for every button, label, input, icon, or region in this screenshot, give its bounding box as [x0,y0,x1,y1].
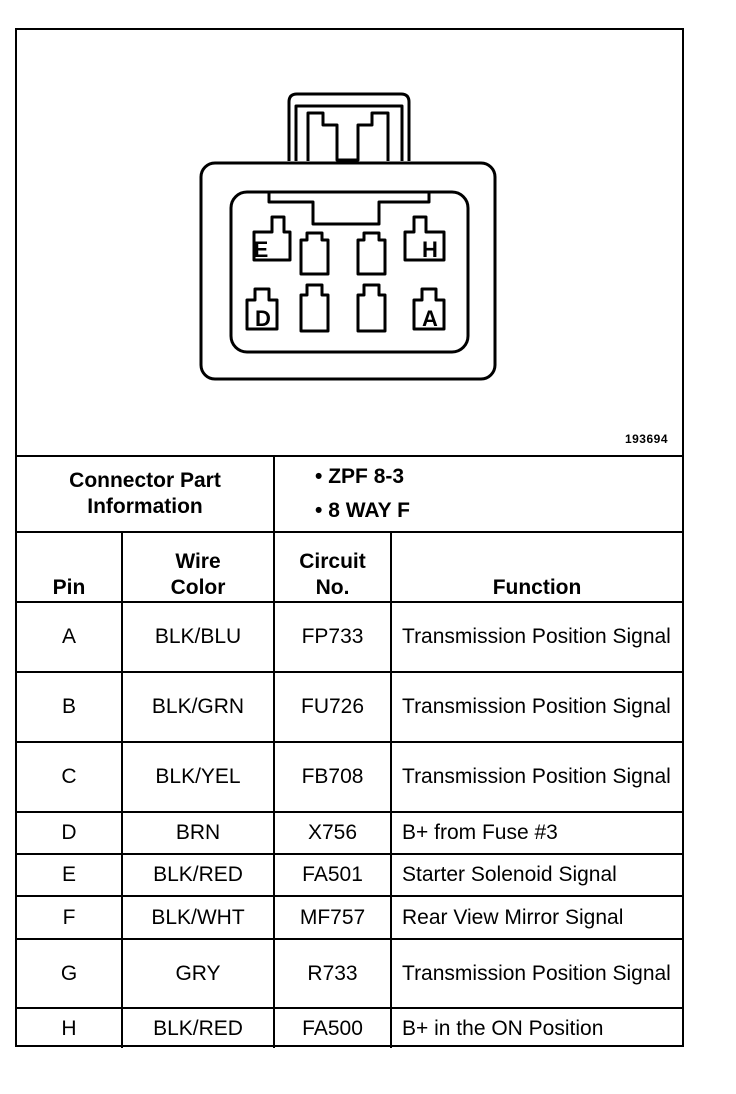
function-cell: Transmission Position Signal [390,671,683,743]
pin-label-D: D [255,306,271,331]
connector-sheet: E H D A 193694 Connector Part Informatio… [15,28,684,1048]
pin-cell: A [17,601,123,673]
terminal-H [403,215,446,262]
connector-body [199,161,497,381]
table-row: G GRY R733 Transmission Position Signal [17,938,683,1009]
table-row: F BLK/WHT MF757 Rear View Mirror Signal [17,895,683,940]
circuit-cell: FA501 [273,853,393,897]
part-info-values: • ZPF 8-3 • 8 WAY F [273,455,683,533]
pin-cell: H [17,1007,123,1048]
terminal-upper-2 [299,231,330,276]
part-info-item: • ZPF 8-3 [315,465,405,488]
terminal-A [412,287,446,331]
table-row: A BLK/BLU FP733 Transmission Position Si… [17,601,683,673]
function-cell: Transmission Position Signal [390,601,683,673]
pin-cell: D [17,811,123,855]
pin-label-A: A [422,306,438,331]
header-function: Function [390,531,683,603]
circuit-cell: X756 [273,811,393,855]
terminal-E [252,215,292,262]
function-cell: B+ in the ON Position [390,1007,683,1048]
wire-color-cell: BLK/WHT [120,895,276,940]
pin-cell: C [17,741,123,813]
part-info-row: Connector Part Information • ZPF 8-3 • 8… [17,455,683,533]
wire-color-cell: GRY [120,938,276,1009]
header-pin: Pin [17,531,123,603]
table-row: D BRN X756 B+ from Fuse #3 [17,811,683,855]
terminal-upper-3 [356,231,387,276]
function-cell: Starter Solenoid Signal [390,853,683,897]
circuit-cell: FU726 [273,671,393,743]
function-cell: Transmission Position Signal [390,741,683,813]
connector-face-drawing: E H D A [199,92,497,381]
terminal-D [245,287,279,331]
terminal-lower-3 [356,283,387,333]
header-wire-color: Wire Color [120,531,276,603]
wire-color-cell: BLK/BLU [120,601,276,673]
circuit-cell: FP733 [273,601,393,673]
function-cell: Transmission Position Signal [390,938,683,1009]
function-cell: Rear View Mirror Signal [390,895,683,940]
cavity-key [267,192,431,226]
function-cell: B+ from Fuse #3 [390,811,683,855]
pin-cell: B [17,671,123,743]
part-info-label: Connector Part Information [17,455,276,533]
wire-color-cell: BRN [120,811,276,855]
circuit-cell: MF757 [273,895,393,940]
lock-latch [306,111,390,162]
wire-color-cell: BLK/RED [120,853,276,897]
table-row: H BLK/RED FA500 B+ in the ON Position [17,1007,683,1048]
terminal-lower-2 [299,283,330,333]
table-row: E BLK/RED FA501 Starter Solenoid Signal [17,853,683,897]
pin-cell: G [17,938,123,1009]
table-row: B BLK/GRN FU726 Transmission Position Si… [17,671,683,743]
circuit-cell: FA500 [273,1007,393,1048]
lock-tab-inner [294,104,404,161]
wire-color-cell: BLK/YEL [120,741,276,813]
pin-label-H: H [422,237,438,262]
part-info-item: • 8 WAY F [315,499,410,522]
pinout-table: Connector Part Information • ZPF 8-3 • 8… [17,455,683,1048]
lock-tab [287,92,411,161]
wire-color-cell: BLK/RED [120,1007,276,1048]
wire-color-cell: BLK/GRN [120,671,276,743]
table-row: C BLK/YEL FB708 Transmission Position Si… [17,741,683,813]
header-row: Pin Wire Color Circuit No. Function [17,531,683,603]
connector-figure: E H D A 193694 [17,30,682,455]
pin-cell: F [17,895,123,940]
pin-cell: E [17,853,123,897]
pin-label-E: E [254,237,269,262]
header-circuit: Circuit No. [273,531,393,603]
circuit-cell: FB708 [273,741,393,813]
figure-number: 193694 [624,432,668,446]
cavity-face [229,190,470,354]
circuit-cell: R733 [273,938,393,1009]
